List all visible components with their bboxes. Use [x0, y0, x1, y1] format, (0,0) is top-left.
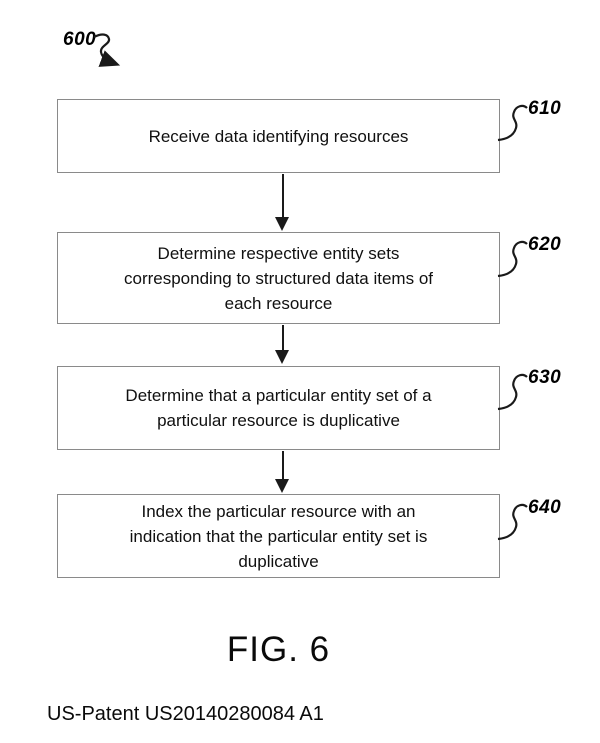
- ref-number-620: 620: [528, 234, 562, 255]
- patent-number-label: US-Patent US20140280084 A1: [47, 703, 324, 725]
- ref-number-610: 610: [528, 98, 562, 119]
- flow-step-text: Determine that a particular entity set o…: [125, 386, 432, 430]
- flow-step-text: Index the particular resource with an in…: [129, 501, 428, 571]
- ref-leader-curve-icon: [497, 240, 528, 278]
- down-arrow-icon: [275, 174, 290, 231]
- ref-leader-curve-icon: [497, 503, 528, 541]
- flow-step-determine-duplicative: Determine that a particular entity set o…: [57, 366, 500, 450]
- flow-step-text: Receive data identifying resources: [148, 126, 409, 146]
- figure-caption: FIG. 6: [226, 630, 331, 669]
- squiggle-arrow-icon: [93, 33, 121, 67]
- flow-step-index-resource: Index the particular resource with an in…: [57, 494, 500, 578]
- flow-step-determine-entity-sets: Determine respective entity sets corresp…: [57, 232, 500, 324]
- ref-number-630: 630: [528, 367, 562, 388]
- ref-leader-curve-icon: [497, 373, 528, 411]
- flow-step-text: Determine respective entity sets corresp…: [124, 243, 433, 313]
- ref-leader-curve-icon: [497, 104, 528, 142]
- down-arrow-icon: [275, 451, 290, 493]
- ref-number-640: 640: [528, 497, 562, 518]
- down-arrow-icon: [275, 325, 290, 364]
- flow-step-receive-data: Receive data identifying resources: [57, 99, 500, 173]
- figure-root-label: 600: [63, 29, 97, 50]
